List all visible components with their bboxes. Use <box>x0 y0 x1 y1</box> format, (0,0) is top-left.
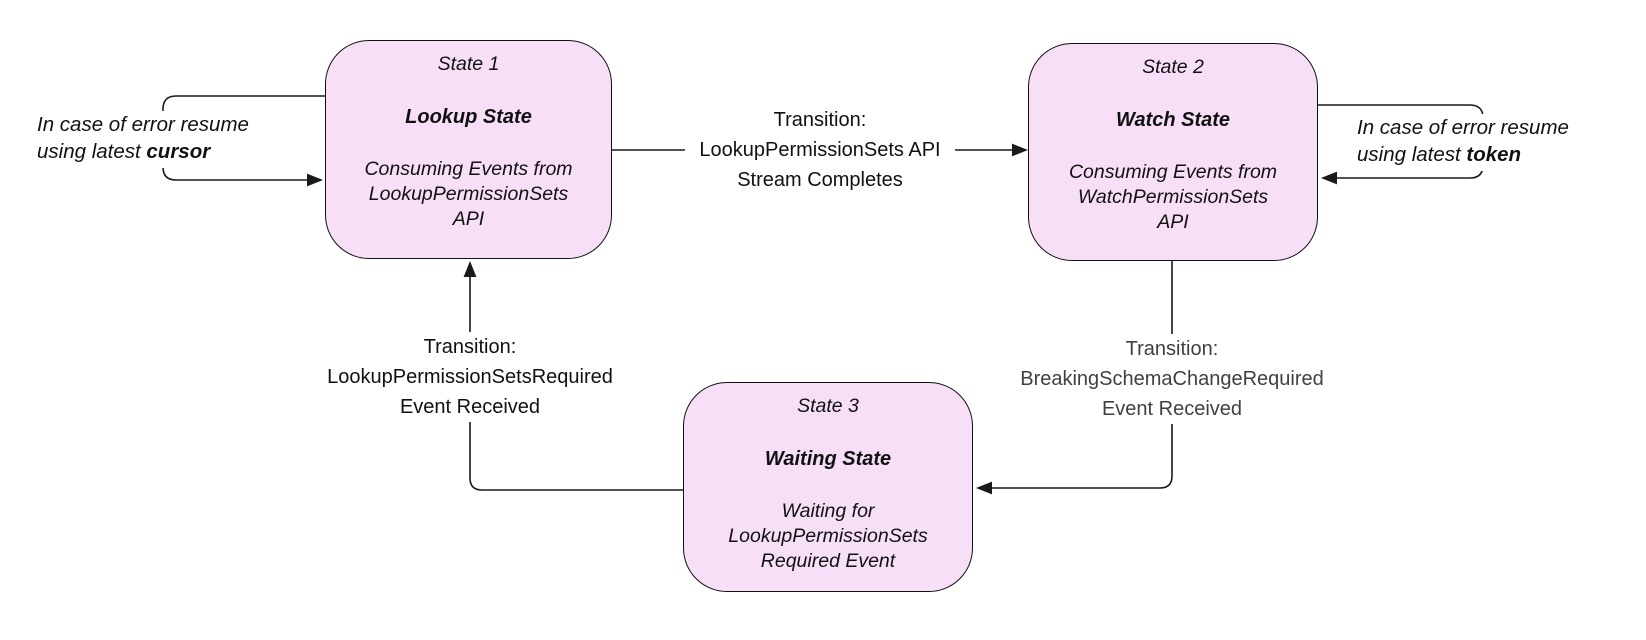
transition-label-line: Transition: <box>773 109 867 131</box>
transition-label-line: LookupPermissionSets API <box>699 139 941 161</box>
state-description-line: Required Event <box>760 550 896 572</box>
transition-label-line: Transition: <box>1125 338 1219 360</box>
state-description-line: API <box>452 208 485 230</box>
error-resume-note-cursor: In case of error resume using latest cur… <box>37 111 285 168</box>
state-description: Waiting for LookupPermissionSets Require… <box>728 499 927 574</box>
state-description-line: API <box>1157 211 1189 233</box>
transition-label-lookup-to-watch: Transition: LookupPermissionSets API Str… <box>685 105 955 195</box>
note-text: using latest <box>1357 143 1467 166</box>
note-line: In case of error resume <box>1357 116 1569 139</box>
state-description-line: Consuming Events from <box>1068 161 1278 183</box>
note-line: using latest token <box>1357 141 1612 168</box>
state-description-line: WatchPermissionSets <box>1077 186 1269 208</box>
state-node-lookup: State 1 Lookup State Consuming Events fr… <box>325 40 612 259</box>
note-keyword: cursor <box>146 140 211 163</box>
state-node-watch: State 2 Watch State Consuming Events fro… <box>1028 43 1318 261</box>
arrow-waiting-to-lookup <box>463 261 683 491</box>
state-step-label: State 2 <box>1142 56 1204 78</box>
state-description-line: LookupPermissionSets <box>728 525 928 547</box>
state-name: Watch State <box>1115 109 1231 131</box>
transition-label-line: BreakingSchemaChangeRequired <box>1020 368 1324 390</box>
transition-label-line: Event Received <box>1101 398 1243 420</box>
state-step-label: State 1 <box>437 53 500 75</box>
transition-label-line: Transition: <box>423 336 517 358</box>
state-description: Consuming Events from LookupPermissionSe… <box>364 157 572 232</box>
note-line: In case of error resume <box>37 113 249 136</box>
transition-label-waiting-to-lookup: Transition: LookupPermissionSetsRequired… <box>320 332 620 422</box>
arrow-watch-to-waiting <box>976 261 1173 495</box>
transition-label-watch-to-waiting: Transition: BreakingSchemaChangeRequired… <box>1017 334 1327 424</box>
transition-label-line: LookupPermissionSetsRequired <box>327 366 613 388</box>
state-description-line: Waiting for <box>781 500 875 522</box>
transition-label-line: Event Received <box>399 396 541 418</box>
note-line: using latest cursor <box>37 138 285 165</box>
state-step-label: State 3 <box>797 395 859 417</box>
state-node-waiting: State 3 Waiting State Waiting for Lookup… <box>683 382 973 592</box>
note-text: using latest <box>37 140 147 163</box>
state-name: Lookup State <box>405 106 532 128</box>
state-description-line: LookupPermissionSets <box>368 183 569 205</box>
transition-label-line: Stream Completes <box>737 169 903 191</box>
error-resume-note-token: In case of error resume using latest tok… <box>1357 114 1612 171</box>
state-description: Consuming Events from WatchPermissionSet… <box>1069 160 1277 235</box>
state-description-line: Consuming Events from <box>364 158 573 180</box>
note-keyword: token <box>1466 143 1522 166</box>
state-name: Waiting State <box>764 448 892 470</box>
